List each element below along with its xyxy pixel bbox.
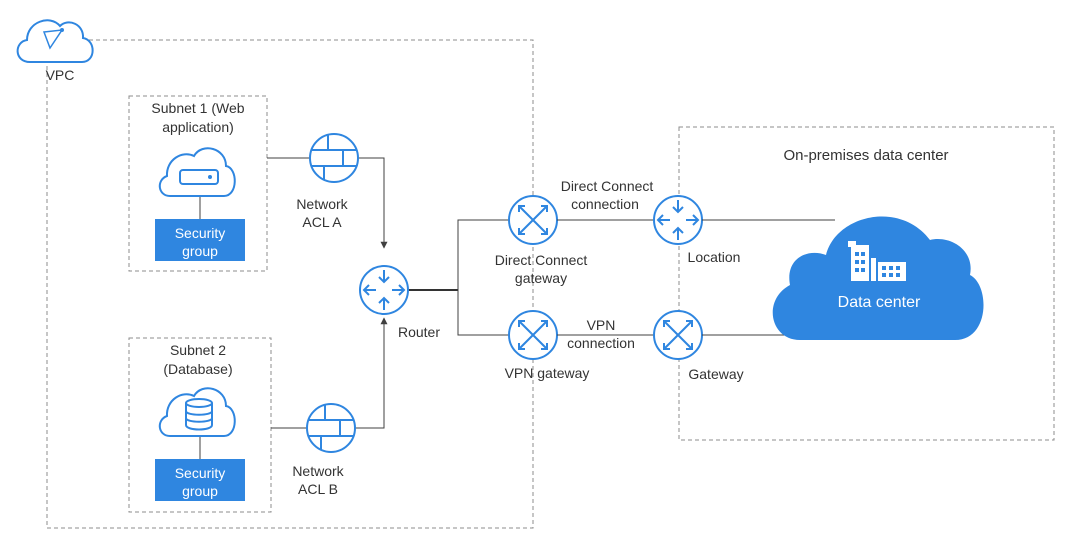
server-cloud-icon [158, 147, 236, 197]
subnet1-sg-line1: Security [175, 225, 226, 241]
subnet2-security-group [155, 459, 245, 501]
acl-a-line1: Network [296, 196, 348, 212]
vpn-connection-line2: connection [567, 335, 635, 351]
acl-a-to-router-arrow [358, 157, 388, 249]
datacenter-label: Data center [838, 294, 921, 311]
location-router-icon [653, 195, 703, 245]
subnet1-title-line2: application) [162, 119, 234, 135]
firewall-icon [306, 403, 356, 453]
subnet1-title-line1: Subnet 1 (Web [151, 100, 244, 116]
subnet2-sg-line1: Security [175, 465, 226, 481]
vpn-gateway-icon [508, 310, 558, 360]
onprem-gateway-icon [653, 310, 703, 360]
subnet2-title-line1: Subnet 2 [170, 342, 226, 358]
router-label: Router [398, 324, 440, 340]
vpc-label: VPC [46, 67, 75, 83]
dc-connection-line1: Direct Connect [561, 178, 654, 194]
router-to-dc-gateway-line [457, 219, 509, 290]
dc-gateway-line2: gateway [515, 270, 567, 286]
onprem-title: On-premises data center [783, 147, 948, 164]
vpc-boundary [46, 39, 534, 529]
onprem-boundary [678, 126, 1055, 441]
router-icon [359, 265, 409, 315]
firewall-icon [309, 133, 359, 183]
subnet1-sg-line2: group [182, 243, 218, 259]
dc-connection-line2: connection [571, 196, 639, 212]
acl-b-line1: Network [292, 463, 344, 479]
acl-b-to-router-arrow [356, 317, 388, 429]
vpc-cloud-icon [16, 19, 94, 63]
vpn-connection-line1: VPN [587, 317, 616, 333]
acl-b-line2: ACL B [298, 481, 338, 497]
dc-gateway-line1: Direct Connect [495, 252, 588, 268]
location-label: Location [688, 249, 741, 265]
router-to-vpn-gateway-line [457, 290, 509, 336]
vpn-gateway-label: VPN gateway [505, 365, 590, 381]
acl-a-line2: ACL A [302, 214, 342, 230]
subnet1-box [128, 95, 268, 272]
subnet2-box [128, 337, 272, 513]
direct-connect-gateway-icon [508, 195, 558, 245]
datacenter-cloud-icon [772, 216, 984, 340]
subnet1-security-group [155, 219, 245, 261]
subnet2-sg-line2: group [182, 483, 218, 499]
onprem-gateway-label: Gateway [688, 366, 743, 382]
database-cloud-icon [158, 387, 236, 437]
subnet2-title-line2: (Database) [163, 361, 232, 377]
